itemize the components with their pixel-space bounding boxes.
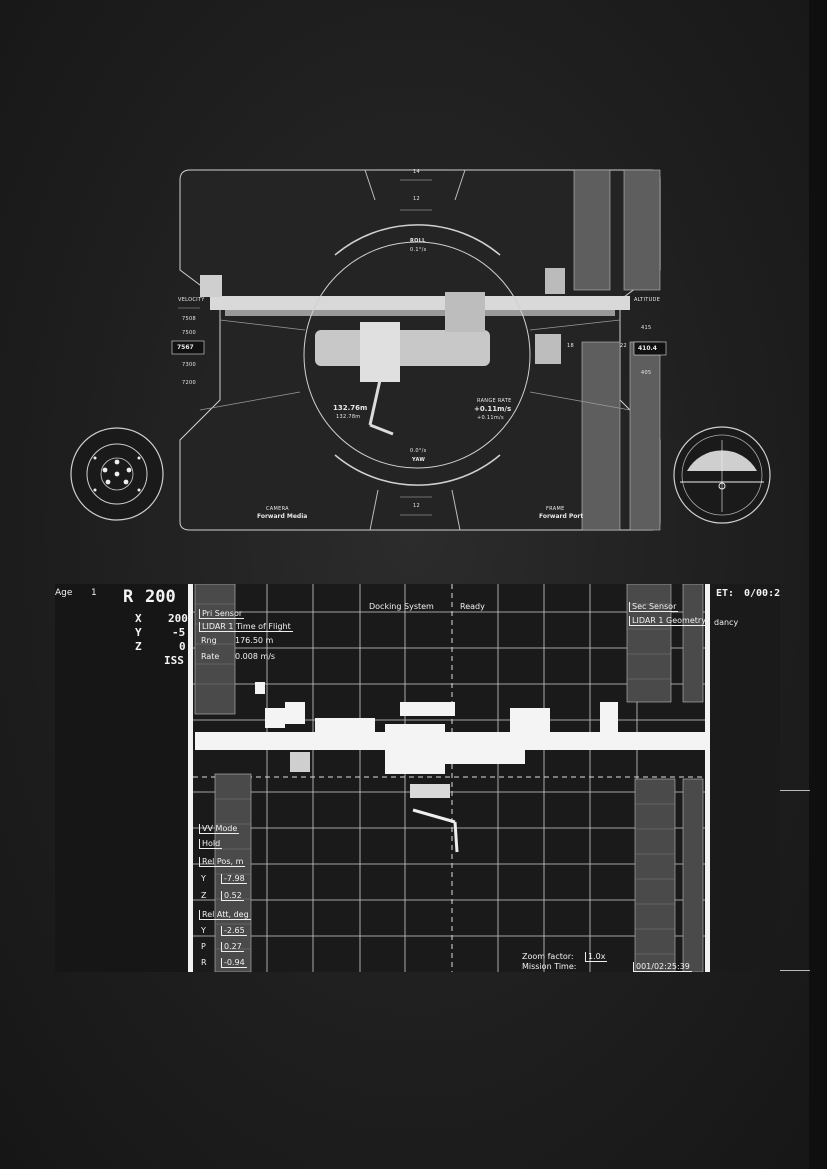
vv-mode-label: VV Mode (199, 824, 240, 834)
range-sub-value: 132.78m (336, 414, 361, 420)
velocity-tick-4: 7200 (182, 380, 196, 386)
altitude-tick-1: 415 (641, 325, 652, 331)
velocity-tick-2: 7500 (182, 330, 196, 336)
range-value: 132.76m (333, 404, 368, 412)
pri-sensor-label: Pri Sensor (199, 609, 245, 619)
range-rate-value: +0.11m/s (474, 405, 512, 413)
rng-value: 176.50 m (235, 636, 274, 645)
crew-dragon-hud: 14 12 ROLL 0.1°/s VELOCITY 7508 7500 756… (0, 0, 827, 560)
roll-rate: 0.1°/s (410, 247, 427, 253)
velocity-value: 7567 (177, 344, 194, 351)
page-edge (809, 0, 827, 1169)
z-label: Z (135, 640, 142, 653)
dock-graphics (55, 584, 710, 972)
rel-pos-z-value: 0.52 (221, 891, 244, 901)
pitch-tick-top-1: 14 (413, 169, 420, 175)
attitude-ball (673, 426, 771, 524)
y-label: Y (135, 626, 142, 639)
docking-target-gauge (70, 427, 164, 521)
rate-value: 0.008 m/s (235, 652, 276, 661)
sec-sensor-value: LIDAR 1 Geometry (629, 616, 708, 626)
altitude-tape (633, 341, 667, 356)
iss-label: ISS (164, 654, 184, 667)
z-value: 0 (179, 640, 186, 653)
pri-sensor-value: LIDAR 1 Time of Flight (199, 622, 293, 632)
legacy-docking-display: Age 1 R 200 X 200 Y -5 Z 0 ISS Pri Senso… (55, 584, 780, 972)
zoom-factor-value: 1.0x (585, 952, 608, 962)
et-value: 0/00:2 (744, 588, 780, 599)
rel-pos-label: Rel Pos, m (199, 857, 246, 867)
rel-pos-y-axis: Y (201, 874, 206, 883)
iss-station-image (195, 682, 710, 798)
rate-label: Rate (201, 652, 220, 661)
velocity-tape (171, 307, 205, 355)
age-value: 1 (91, 588, 97, 598)
camera-value: Forward Media (257, 513, 308, 520)
yaw-label: YAW (412, 457, 426, 463)
hud-graphics (70, 169, 771, 531)
docking-system-label: Docking System (369, 602, 434, 611)
rel-att-label: Rel Att, deg (199, 910, 251, 920)
rel-att-r-axis: R (201, 958, 207, 967)
age-label: Age (55, 588, 73, 598)
rel-pos-z-axis: Z (201, 891, 207, 900)
velocity-tick-1: 7508 (182, 316, 196, 322)
velocity-label: VELOCITY (178, 297, 205, 303)
rel-att-p-axis: P (201, 942, 206, 951)
yaw-rate: 0.0°/s (410, 448, 427, 454)
rel-att-p-value: 0.27 (221, 942, 244, 952)
marker-left: 18 (567, 343, 574, 349)
vv-mode-value: Hold (199, 839, 223, 849)
rel-att-r-value: -0.94 (221, 958, 247, 968)
frame-label: FRAME (546, 506, 565, 512)
marker-right: 22 (620, 343, 627, 349)
rng-label: Rng (201, 636, 217, 645)
mission-time-label: Mission Time: (522, 962, 577, 971)
y-value: -5 (172, 626, 186, 639)
zoom-factor-label: Zoom factor: (522, 952, 574, 961)
velocity-tick-3: 7300 (182, 362, 196, 368)
frame-value: Forward Port (539, 513, 584, 520)
rel-att-y-axis: Y (201, 926, 206, 935)
iss-solar-arrays (194, 584, 704, 972)
docking-status: Ready (460, 602, 485, 611)
attitude-reticle (303, 241, 531, 469)
rel-pos-y-value: -7.98 (221, 874, 247, 884)
roll-label: ROLL (410, 238, 426, 244)
camera-label: CAMERA (266, 506, 289, 512)
redundancy-label: dancy (714, 618, 739, 627)
altitude-value: 410.4 (638, 345, 657, 352)
altitude-tick-2: 405 (641, 370, 652, 376)
range-rate-label: RANGE RATE (477, 398, 512, 404)
altitude-label: ALTITUDE (634, 297, 661, 303)
range-rate-sub-value: +0.11m/s (477, 415, 504, 421)
pitch-tick-top-2: 12 (413, 196, 420, 202)
r-value: 200 (145, 587, 176, 607)
x-value: 200 (168, 612, 188, 625)
pitch-tick-bottom: 12 (413, 503, 420, 509)
x-label: X (135, 612, 142, 625)
mission-time-value: 001/02:25:39 (633, 962, 692, 972)
r-label: R (123, 587, 134, 607)
sec-sensor-label: Sec Sensor (629, 602, 679, 612)
et-label: ET: (716, 588, 735, 599)
rel-att-y-value: -2.65 (221, 926, 247, 936)
